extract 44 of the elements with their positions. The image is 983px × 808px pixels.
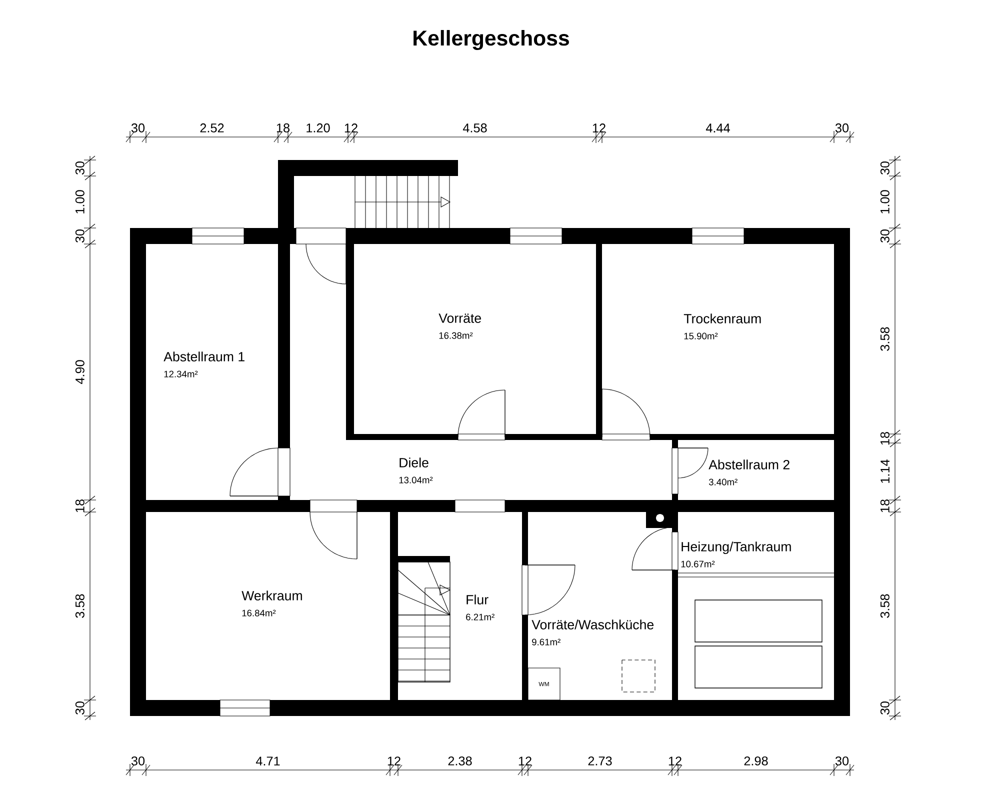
room-label: Trockenraum 15.90m² — [684, 314, 761, 340]
dimension-label: 4.90 — [75, 360, 84, 384]
dimension-label: 2.98 — [744, 756, 768, 766]
dimension-label: 3.58 — [75, 594, 84, 618]
dimension-label: 2.38 — [448, 756, 472, 766]
dimension-label: 12 — [668, 756, 682, 766]
dimension-label: 18 — [75, 500, 84, 512]
title: Kellergeschoss — [414, 30, 569, 50]
dimension-label: 30 — [835, 756, 849, 766]
dimension-label: 1.00 — [880, 190, 890, 214]
dimension-label: 12 — [518, 756, 532, 766]
dimension-label: 30 — [75, 701, 84, 715]
dimension-label: 18 — [276, 123, 290, 132]
dimension-label: 30 — [131, 756, 145, 766]
room-label: Abstellraum 2 3.40m² — [708, 460, 790, 486]
dimension-label: 4.71 — [256, 756, 280, 766]
dimension-label: 30 — [835, 123, 849, 132]
dimension-label: 18 — [880, 432, 890, 445]
dimension-label: 30 — [75, 229, 84, 243]
dimension-label: 4.44 — [706, 124, 730, 132]
dimension-label: 18 — [880, 500, 890, 512]
dimension-label: 3.58 — [880, 327, 890, 351]
dimension-label: 30 — [131, 123, 145, 132]
dimension-label: 12 — [388, 756, 400, 766]
room-label: Flur 6.21m² — [466, 594, 494, 620]
dimension-label: 12 — [344, 124, 358, 132]
dimension-label: 1.20 — [306, 123, 330, 132]
dimension-label: 30 — [880, 701, 890, 715]
room-label: Werkraum 16.84m² — [242, 590, 302, 616]
room-label: Vorräte 16.38m² — [438, 314, 481, 339]
dimension-label: 30 — [880, 161, 890, 175]
room-label: Vorräte/Waschküche 9.61m² — [532, 620, 654, 646]
dimension-label: 30 — [75, 161, 84, 175]
room-label: Abstellraum 1 12.34m² — [164, 352, 244, 378]
room-label: Heizung/Tankraum 10.67m² — [681, 542, 791, 568]
dimension-label: 12 — [592, 124, 606, 132]
dimension-label: 1.00 — [75, 190, 84, 214]
dimension-label: 2.52 — [200, 123, 224, 132]
dimension-label: 30 — [880, 229, 890, 243]
room-label: Diele 13.04m² — [399, 458, 433, 484]
dimension-label: 2.73 — [588, 756, 612, 766]
dimension-label: 4.58 — [462, 123, 487, 132]
dimension-label: 1.14 — [880, 460, 890, 483]
dimension-label: 3.58 — [880, 594, 890, 618]
